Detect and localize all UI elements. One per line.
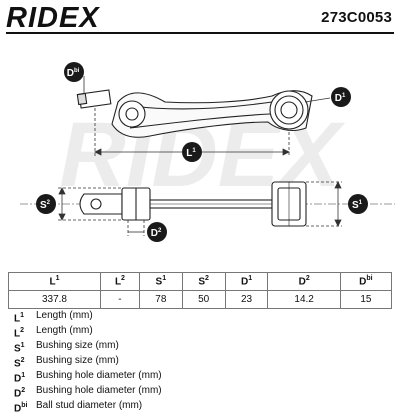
spec-value: 50 xyxy=(181,290,226,309)
control-arm-drawing: RIDEX xyxy=(20,62,395,242)
spec-header: S2 xyxy=(181,272,226,291)
label-dbi: Dbi xyxy=(64,62,84,82)
svg-text:Dbi: Dbi xyxy=(67,68,80,79)
ridex-logo: RIDEX xyxy=(6,4,100,30)
label-s2: S2 xyxy=(36,194,56,214)
svg-text:S1: S1 xyxy=(352,200,363,211)
label-d2: D2 xyxy=(147,222,167,242)
legend-description: Ball stud diameter (mm) xyxy=(36,399,143,411)
svg-text:L1: L1 xyxy=(186,148,196,159)
spec-header: L1 xyxy=(8,272,101,291)
legend-item: L2 Length (mm) xyxy=(14,325,162,340)
spec-header: L2 xyxy=(99,272,140,291)
legend-symbol: D2 xyxy=(14,386,26,399)
leaders-top xyxy=(83,76,331,103)
legend-description: Bushing hole diameter (mm) xyxy=(36,369,162,381)
legend-item: L1 Length (mm) xyxy=(14,310,162,325)
spec-header: D1 xyxy=(224,272,269,291)
legend-item: S1 Bushing size (mm) xyxy=(14,340,162,355)
legend-symbol: S2 xyxy=(14,356,25,370)
svg-text:S2: S2 xyxy=(40,200,51,211)
s2-dimension xyxy=(58,187,122,221)
legend-item: D1 Bushing hole diameter (mm) xyxy=(14,370,162,385)
spec-value: - xyxy=(99,290,140,309)
legend-description: Bushing hole diameter (mm) xyxy=(36,384,162,396)
svg-text:D1: D1 xyxy=(335,93,346,104)
legend-description: Bushing size (mm) xyxy=(36,339,119,351)
spec-table: L1 L2 S1 S2 D1 D2 Dbi 337.8 - 78 50 23 1… xyxy=(8,272,393,309)
part-number: 273C0053 xyxy=(321,9,392,26)
svg-text:D2: D2 xyxy=(151,228,162,239)
arm-top-view xyxy=(76,89,313,138)
legend-symbol: L2 xyxy=(14,326,25,340)
spec-value: 337.8 xyxy=(8,290,101,309)
spec-value: 23 xyxy=(224,290,269,309)
spec-value: 14.2 xyxy=(267,290,341,309)
arm-side-view xyxy=(20,181,395,227)
spec-header-row: L1 L2 S1 S2 D1 D2 Dbi xyxy=(8,272,393,291)
legend-description: Length (mm) xyxy=(36,310,93,321)
spec-header: S1 xyxy=(138,272,183,291)
label-d1: D1 xyxy=(331,87,351,107)
legend-symbol: S1 xyxy=(14,341,25,355)
spec-header: D2 xyxy=(267,272,341,291)
legend-symbol: D1 xyxy=(14,371,26,385)
label-l1: L1 xyxy=(182,142,202,162)
s1-dimension xyxy=(306,181,342,227)
d2-leader xyxy=(127,220,145,236)
spec-value: 15 xyxy=(339,290,393,309)
spec-value-row: 337.8 - 78 50 23 14.2 15 xyxy=(8,290,393,309)
label-s1: S1 xyxy=(348,194,368,214)
legend-description: Bushing size (mm) xyxy=(36,354,119,366)
brand-logo-text: RIDEX xyxy=(6,4,100,30)
header-divider xyxy=(6,32,394,34)
legend-description: Length (mm) xyxy=(36,324,93,336)
spec-value: 78 xyxy=(138,290,183,309)
legend-item: S2 Bushing size (mm) xyxy=(14,355,162,370)
legend-symbol: Dbi xyxy=(14,401,28,414)
legend-symbol: L1 xyxy=(14,312,25,325)
spec-header: Dbi xyxy=(339,272,393,291)
legend-item: Dbi Ball stud diameter (mm) xyxy=(14,400,162,414)
legend-item: D2 Bushing hole diameter (mm) xyxy=(14,385,162,400)
